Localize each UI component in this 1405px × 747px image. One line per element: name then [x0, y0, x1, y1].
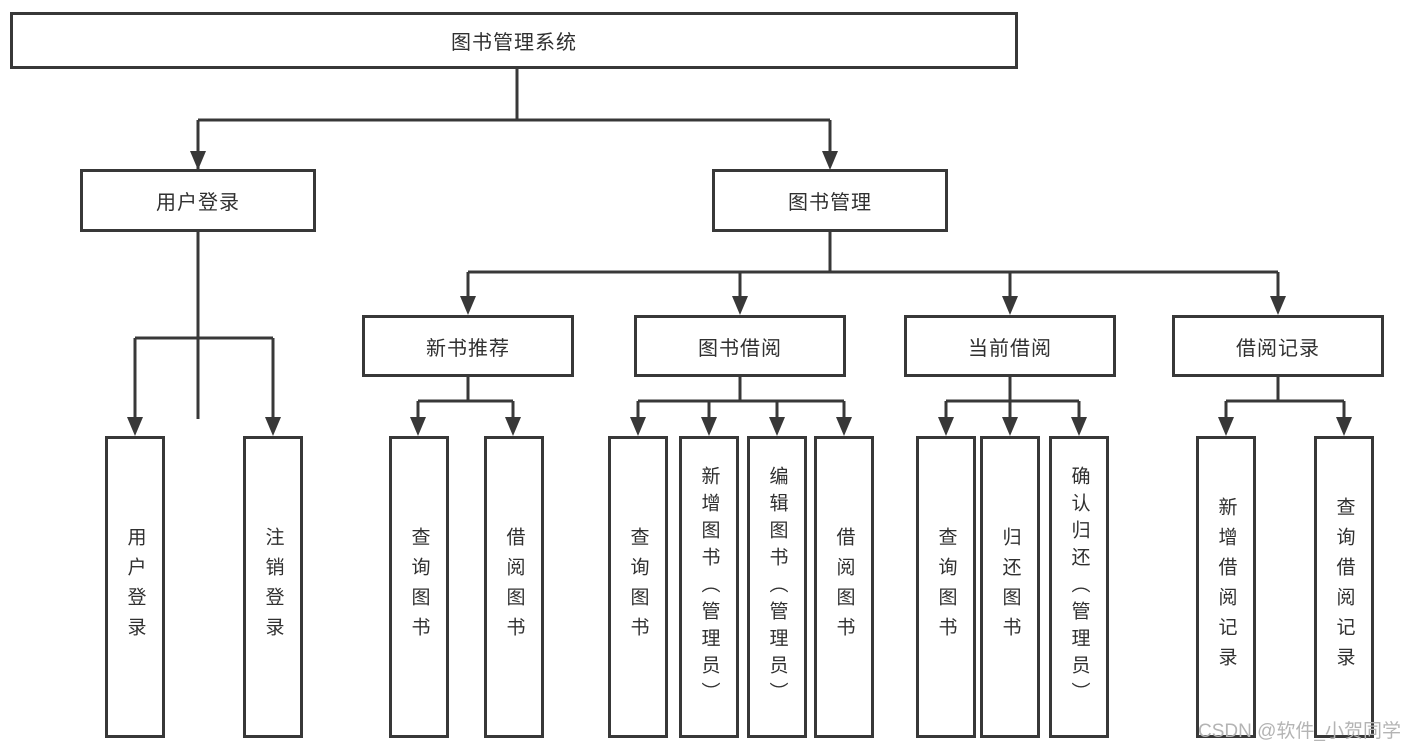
- leaf-logout: 注销登录: [243, 436, 303, 738]
- leaf-current-confirm-admin-label: 确认归还（管理员）: [1068, 465, 1090, 709]
- csdn-watermark: CSDN @软件_小贺同学: [1198, 721, 1401, 742]
- node-borrowing-records-label: 借阅记录: [1236, 337, 1320, 360]
- leaf-user-login: 用户登录: [105, 436, 165, 738]
- leaf-newbooks-search: 查询图书: [389, 436, 449, 738]
- connector-root: [190, 69, 838, 419]
- node-book-management-label: 图书管理: [788, 192, 872, 214]
- node-root: 图书管理系统: [10, 12, 1018, 69]
- node-book-borrowing: 图书借阅: [634, 315, 846, 377]
- leaf-records-search: 查询借阅记录: [1314, 436, 1374, 738]
- leaf-borrowing-add-admin-label: 新增图书（管理员）: [698, 465, 720, 709]
- leaf-records-add: 新增借阅记录: [1196, 436, 1256, 738]
- leaf-newbooks-borrow: 借阅图书: [484, 436, 544, 738]
- leaf-current-return-label: 归还图书: [999, 527, 1021, 647]
- leaf-borrowing-borrow: 借阅图书: [814, 436, 874, 738]
- leaf-borrowing-add-admin: 新增图书（管理员）: [679, 436, 739, 738]
- node-current-borrowing: 当前借阅: [904, 315, 1116, 377]
- leaf-current-search-label: 查询图书: [935, 527, 957, 647]
- connector-book-management: [460, 232, 1286, 315]
- connector-book-borrowing: [630, 377, 852, 436]
- leaf-newbooks-search-label: 查询图书: [408, 527, 430, 647]
- leaf-borrowing-borrow-label: 借阅图书: [833, 527, 855, 647]
- node-current-borrowing-label: 当前借阅: [968, 337, 1052, 360]
- leaf-borrowing-search: 查询图书: [608, 436, 668, 738]
- connector-new-books: [410, 377, 521, 436]
- leaf-borrowing-edit-admin: 编辑图书（管理员）: [747, 436, 807, 738]
- leaf-records-add-label: 新增借阅记录: [1215, 497, 1237, 677]
- node-new-books: 新书推荐: [362, 315, 574, 377]
- leaf-logout-label: 注销登录: [262, 527, 284, 647]
- leaf-current-search: 查询图书: [916, 436, 976, 738]
- node-user-login: 用户登录: [80, 169, 316, 232]
- leaf-newbooks-borrow-label: 借阅图书: [503, 527, 525, 647]
- connector-user-login: [127, 232, 281, 436]
- node-borrowing-records: 借阅记录: [1172, 315, 1384, 377]
- leaf-current-confirm-admin: 确认归还（管理员）: [1049, 436, 1109, 738]
- connector-current-borrowing: [938, 377, 1087, 436]
- node-book-borrowing-label: 图书借阅: [698, 337, 782, 360]
- node-root-label: 图书管理系统: [451, 32, 577, 54]
- leaf-user-login-label: 用户登录: [124, 527, 146, 647]
- node-new-books-label: 新书推荐: [426, 337, 510, 360]
- connector-borrowing-records: [1218, 377, 1352, 436]
- node-book-management: 图书管理: [712, 169, 948, 232]
- leaf-records-search-label: 查询借阅记录: [1333, 497, 1355, 677]
- leaf-current-return: 归还图书: [980, 436, 1040, 738]
- node-user-login-label: 用户登录: [156, 192, 240, 214]
- leaf-borrowing-search-label: 查询图书: [627, 527, 649, 647]
- leaf-borrowing-edit-admin-label: 编辑图书（管理员）: [766, 465, 788, 709]
